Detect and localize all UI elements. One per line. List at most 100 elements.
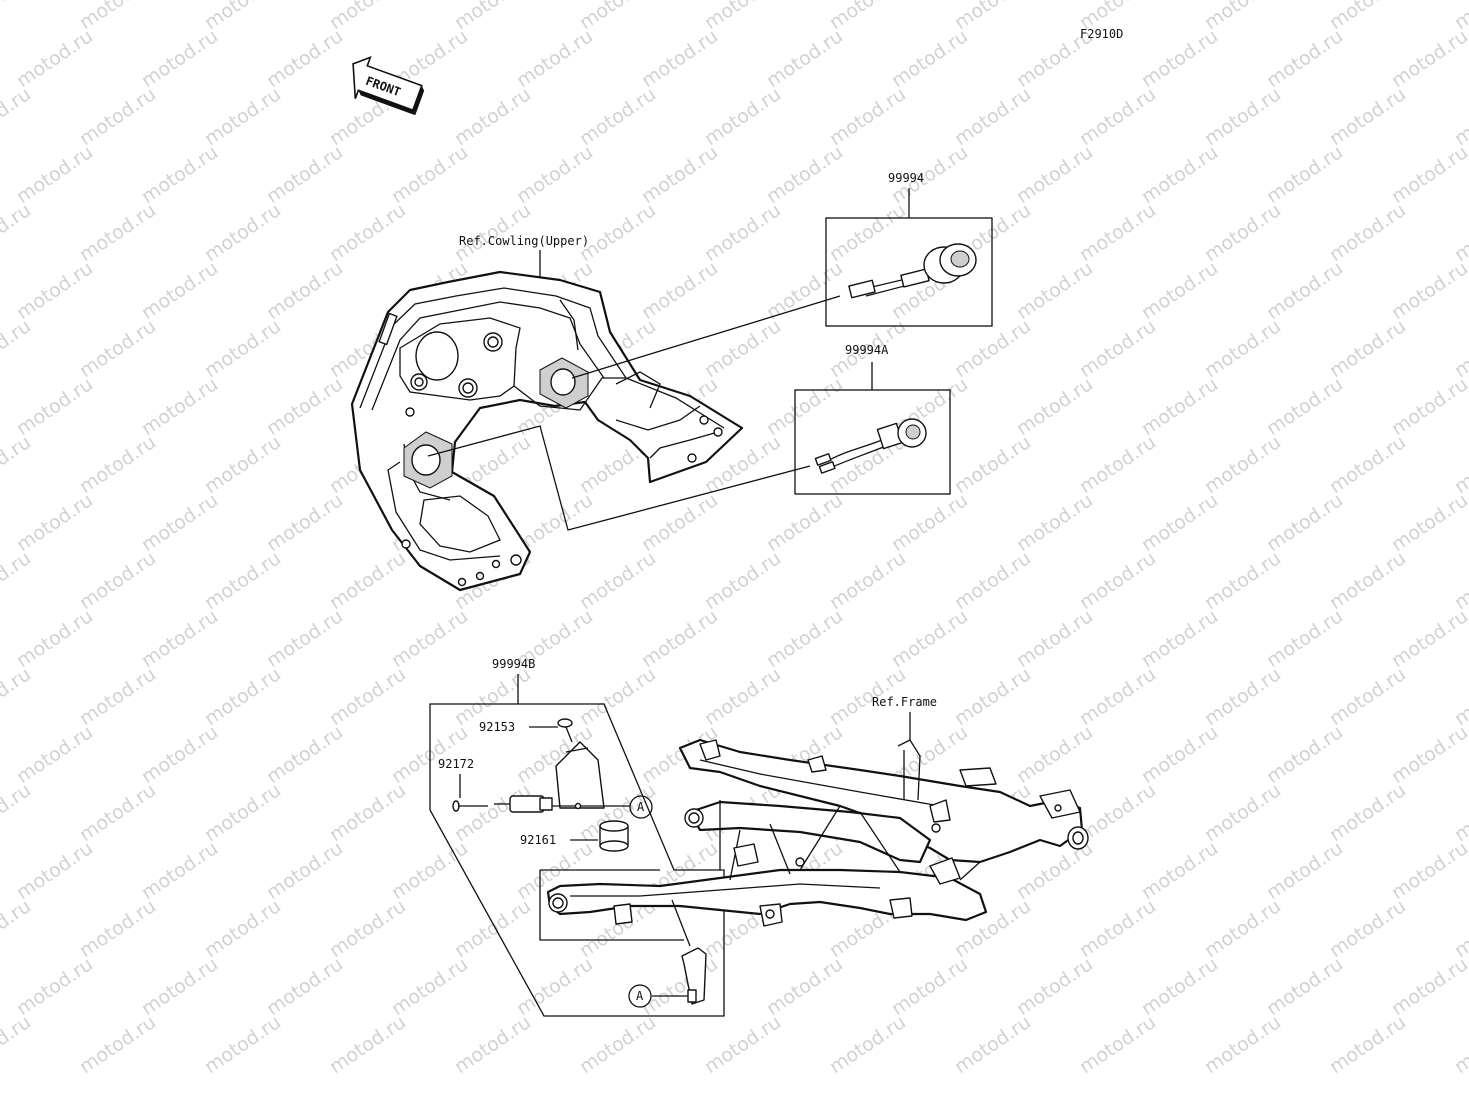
watermark-text: motod.ru xyxy=(0,895,35,962)
watermark-text: motod.ru xyxy=(1387,605,1469,672)
watermark-text: motod.ru xyxy=(1200,0,1285,34)
watermark-text: motod.ru xyxy=(137,489,222,556)
watermark-text: motod.ru xyxy=(12,489,97,556)
watermark-text: motod.ru xyxy=(637,953,722,1020)
watermark-text: motod.ru xyxy=(1262,373,1347,440)
figure-code: F2910D xyxy=(1080,27,1123,41)
watermark-text: motod.ru xyxy=(1450,895,1469,962)
watermark-text: motod.ru xyxy=(1012,489,1097,556)
watermark-text: motod.ru xyxy=(950,315,1035,382)
watermark-text: motod.ru xyxy=(1387,721,1469,788)
usb-socket-99994a xyxy=(814,418,927,474)
watermark-text: motod.ru xyxy=(1137,257,1222,324)
watermark-text: motod.ru xyxy=(262,605,347,672)
watermark-text: motod.ru xyxy=(700,663,785,730)
watermark-text: motod.ru xyxy=(1325,315,1410,382)
watermark-text: motod.ru xyxy=(762,25,847,92)
watermark-text: motod.ru xyxy=(200,663,285,730)
watermark-text: motod.ru xyxy=(200,1011,285,1078)
marker-a-upper xyxy=(629,795,653,819)
watermark-text: motod.ru xyxy=(1325,895,1410,962)
watermark-text: motod.ru xyxy=(1450,315,1469,382)
watermark-text: motod.ru xyxy=(75,83,160,150)
watermark-text: motod.ru xyxy=(137,721,222,788)
watermark-text: motod.ru xyxy=(387,837,472,904)
watermark-text: motod.ru xyxy=(1387,141,1469,208)
watermark-text: motod.ru xyxy=(262,489,347,556)
watermark-text: motod.ru xyxy=(0,83,35,150)
marker-a-lower xyxy=(628,984,652,1008)
watermark-text: motod.ru xyxy=(325,663,410,730)
watermark-text: motod.ru xyxy=(1012,721,1097,788)
cowling-hole xyxy=(415,331,459,381)
watermark-text: motod.ru xyxy=(262,837,347,904)
watermark-text: motod.ru xyxy=(1387,489,1469,556)
watermark-text: motod.ru xyxy=(1012,953,1097,1020)
watermark-text: motod.ru xyxy=(325,199,410,266)
watermark-text: motod.ru xyxy=(1012,605,1097,672)
watermark-text: motod.ru xyxy=(512,25,597,92)
watermark-text: motod.ru xyxy=(12,721,97,788)
watermark-text: motod.ru xyxy=(137,257,222,324)
watermark-text: motod.ru xyxy=(1450,83,1469,150)
watermark-text: motod.ru xyxy=(0,547,35,614)
watermark-text: motod.ru xyxy=(1200,431,1285,498)
socket-assembly xyxy=(509,741,630,813)
watermark-text: motod.ru xyxy=(1200,895,1285,962)
watermark-text: motod.ru xyxy=(1012,257,1097,324)
watermark-text: motod.ru xyxy=(1387,373,1469,440)
watermark-text: motod.ru xyxy=(1137,25,1222,92)
watermark-text: motod.ru xyxy=(1137,721,1222,788)
watermark-text: motod.ru xyxy=(262,953,347,1020)
watermark-text: motod.ru xyxy=(700,1011,785,1078)
part-92161-label: 92161 xyxy=(520,833,556,847)
watermark-text: motod.ru xyxy=(762,953,847,1020)
screw-92172 xyxy=(452,800,510,812)
watermark-text: motod.ru xyxy=(887,605,972,672)
watermark-text: motod.ru xyxy=(1262,257,1347,324)
watermark-text: motod.ru xyxy=(1450,663,1469,730)
watermark-text: motod.ru xyxy=(1325,547,1410,614)
watermark-text: motod.ru xyxy=(1450,547,1469,614)
watermark-text: motod.ru xyxy=(1137,953,1222,1020)
watermark-text: motod.ru xyxy=(1075,895,1160,962)
watermark-text: motod.ru xyxy=(1262,489,1347,556)
marker-a-upper-label: A xyxy=(637,800,645,814)
watermark-text: motod.ru xyxy=(1200,547,1285,614)
watermark-text: motod.ru xyxy=(1450,1011,1469,1078)
watermark-text: motod.ru xyxy=(12,953,97,1020)
watermark-text: motod.ru xyxy=(700,547,785,614)
part-99994a-box xyxy=(794,389,951,495)
subframe xyxy=(546,738,1089,927)
watermark-text: motod.ru xyxy=(950,663,1035,730)
watermark-text: motod.ru xyxy=(512,141,597,208)
watermark-text: motod.ru xyxy=(387,141,472,208)
watermark-text: motod.ru xyxy=(575,199,660,266)
watermark-text: motod.ru xyxy=(1262,953,1347,1020)
watermark-text: motod.ru xyxy=(1075,315,1160,382)
watermark-text: motod.ru xyxy=(575,83,660,150)
watermark-text: motod.ru xyxy=(1200,1011,1285,1078)
watermark-text: motod.ru xyxy=(1450,431,1469,498)
watermark-text: motod.ru xyxy=(887,953,972,1020)
watermark-text: motod.ru xyxy=(325,1011,410,1078)
watermark-text: motod.ru xyxy=(262,373,347,440)
watermark-text: motod.ru xyxy=(1137,489,1222,556)
watermark-text: motod.ru xyxy=(137,373,222,440)
watermark-text: motod.ru xyxy=(137,605,222,672)
watermark-text: motod.ru xyxy=(1325,1011,1410,1078)
watermark-text: motod.ru xyxy=(200,779,285,846)
leader-frame-mount xyxy=(671,899,691,947)
watermark-text: motod.ru xyxy=(200,895,285,962)
watermark-text: motod.ru xyxy=(700,0,785,34)
part-99994-label: 99994 xyxy=(888,171,924,185)
cowling-hole xyxy=(487,336,499,348)
watermark-text: motod.ru xyxy=(200,0,285,34)
watermark-text: motod.ru xyxy=(575,0,660,34)
watermark-text: motod.ru xyxy=(950,83,1035,150)
watermark-text: motod.ru xyxy=(1200,779,1285,846)
watermark-text: motod.ru xyxy=(1012,373,1097,440)
watermark-text: motod.ru xyxy=(950,431,1035,498)
